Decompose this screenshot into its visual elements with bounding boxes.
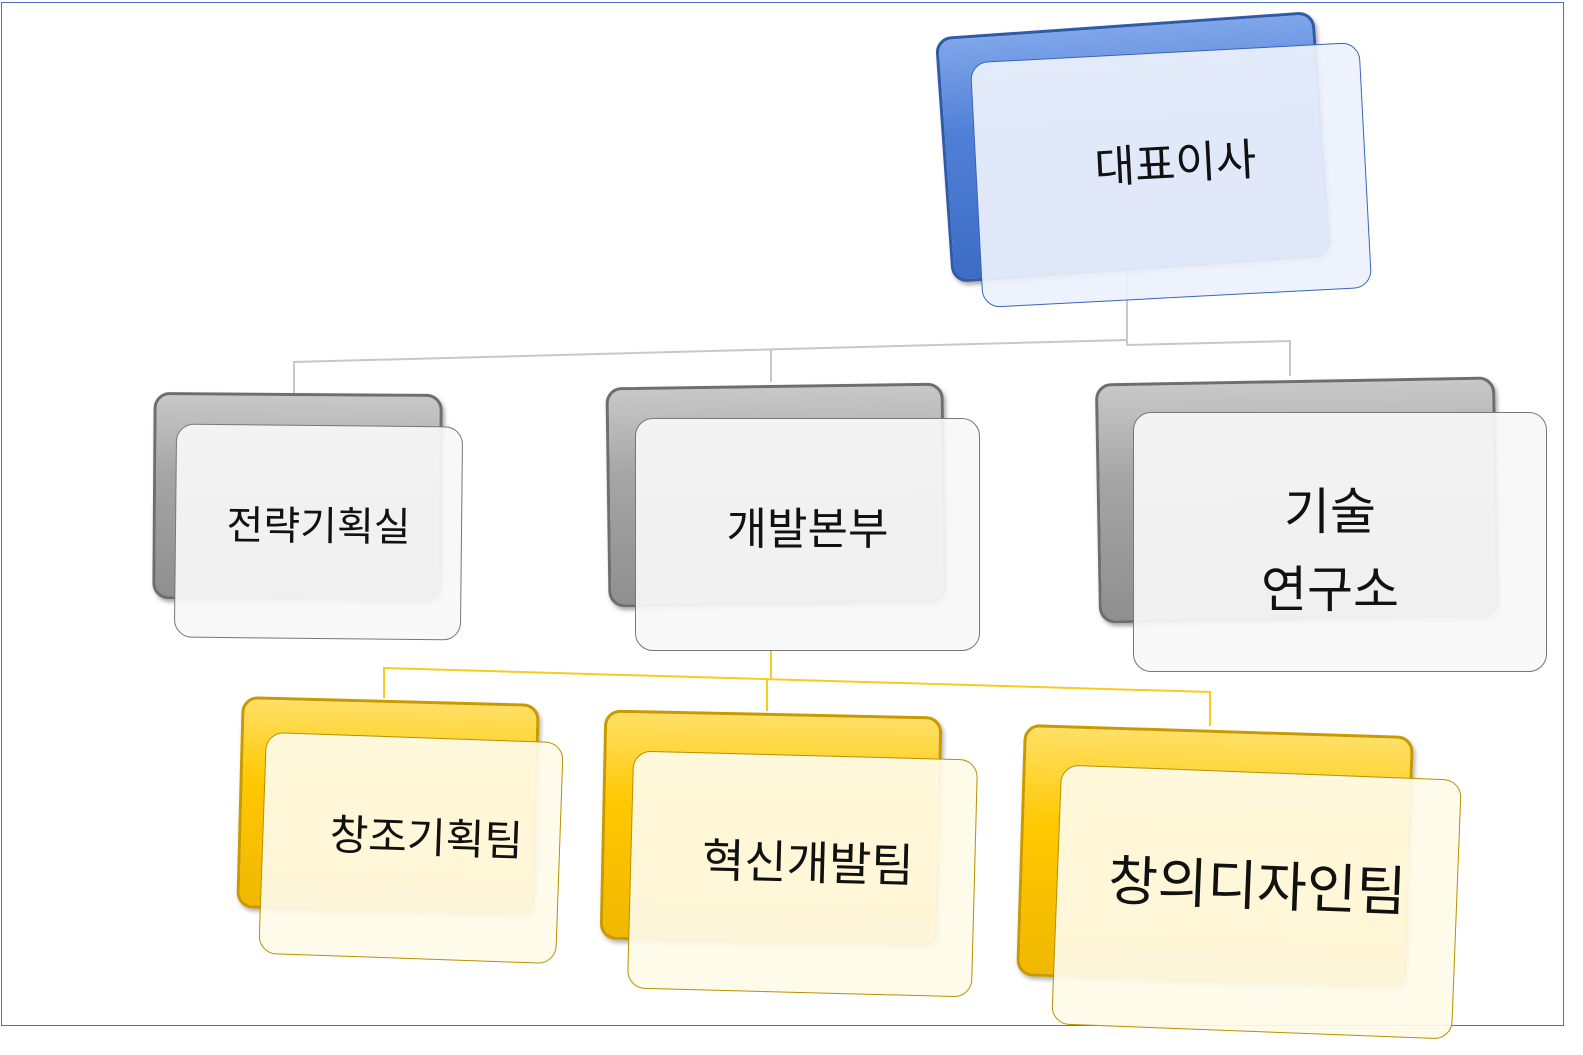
node-label: 창조기획팀 xyxy=(328,810,524,866)
connector-level2 xyxy=(293,339,1128,393)
connector-level3 xyxy=(383,666,1211,726)
node-label: 창의디자인팀 xyxy=(1106,849,1408,924)
node-label: 전략기획실 xyxy=(226,503,411,551)
node-label: 대표이사 xyxy=(1093,134,1258,195)
connector-root xyxy=(1126,265,1291,376)
diagram-frame xyxy=(1,2,1564,1026)
node-label-line1: 기술 xyxy=(1284,482,1376,541)
node-label-line2: 연구소 xyxy=(1261,560,1399,619)
node-label: 개발본부 xyxy=(726,503,889,555)
node-label: 혁신개발팀 xyxy=(701,833,915,894)
